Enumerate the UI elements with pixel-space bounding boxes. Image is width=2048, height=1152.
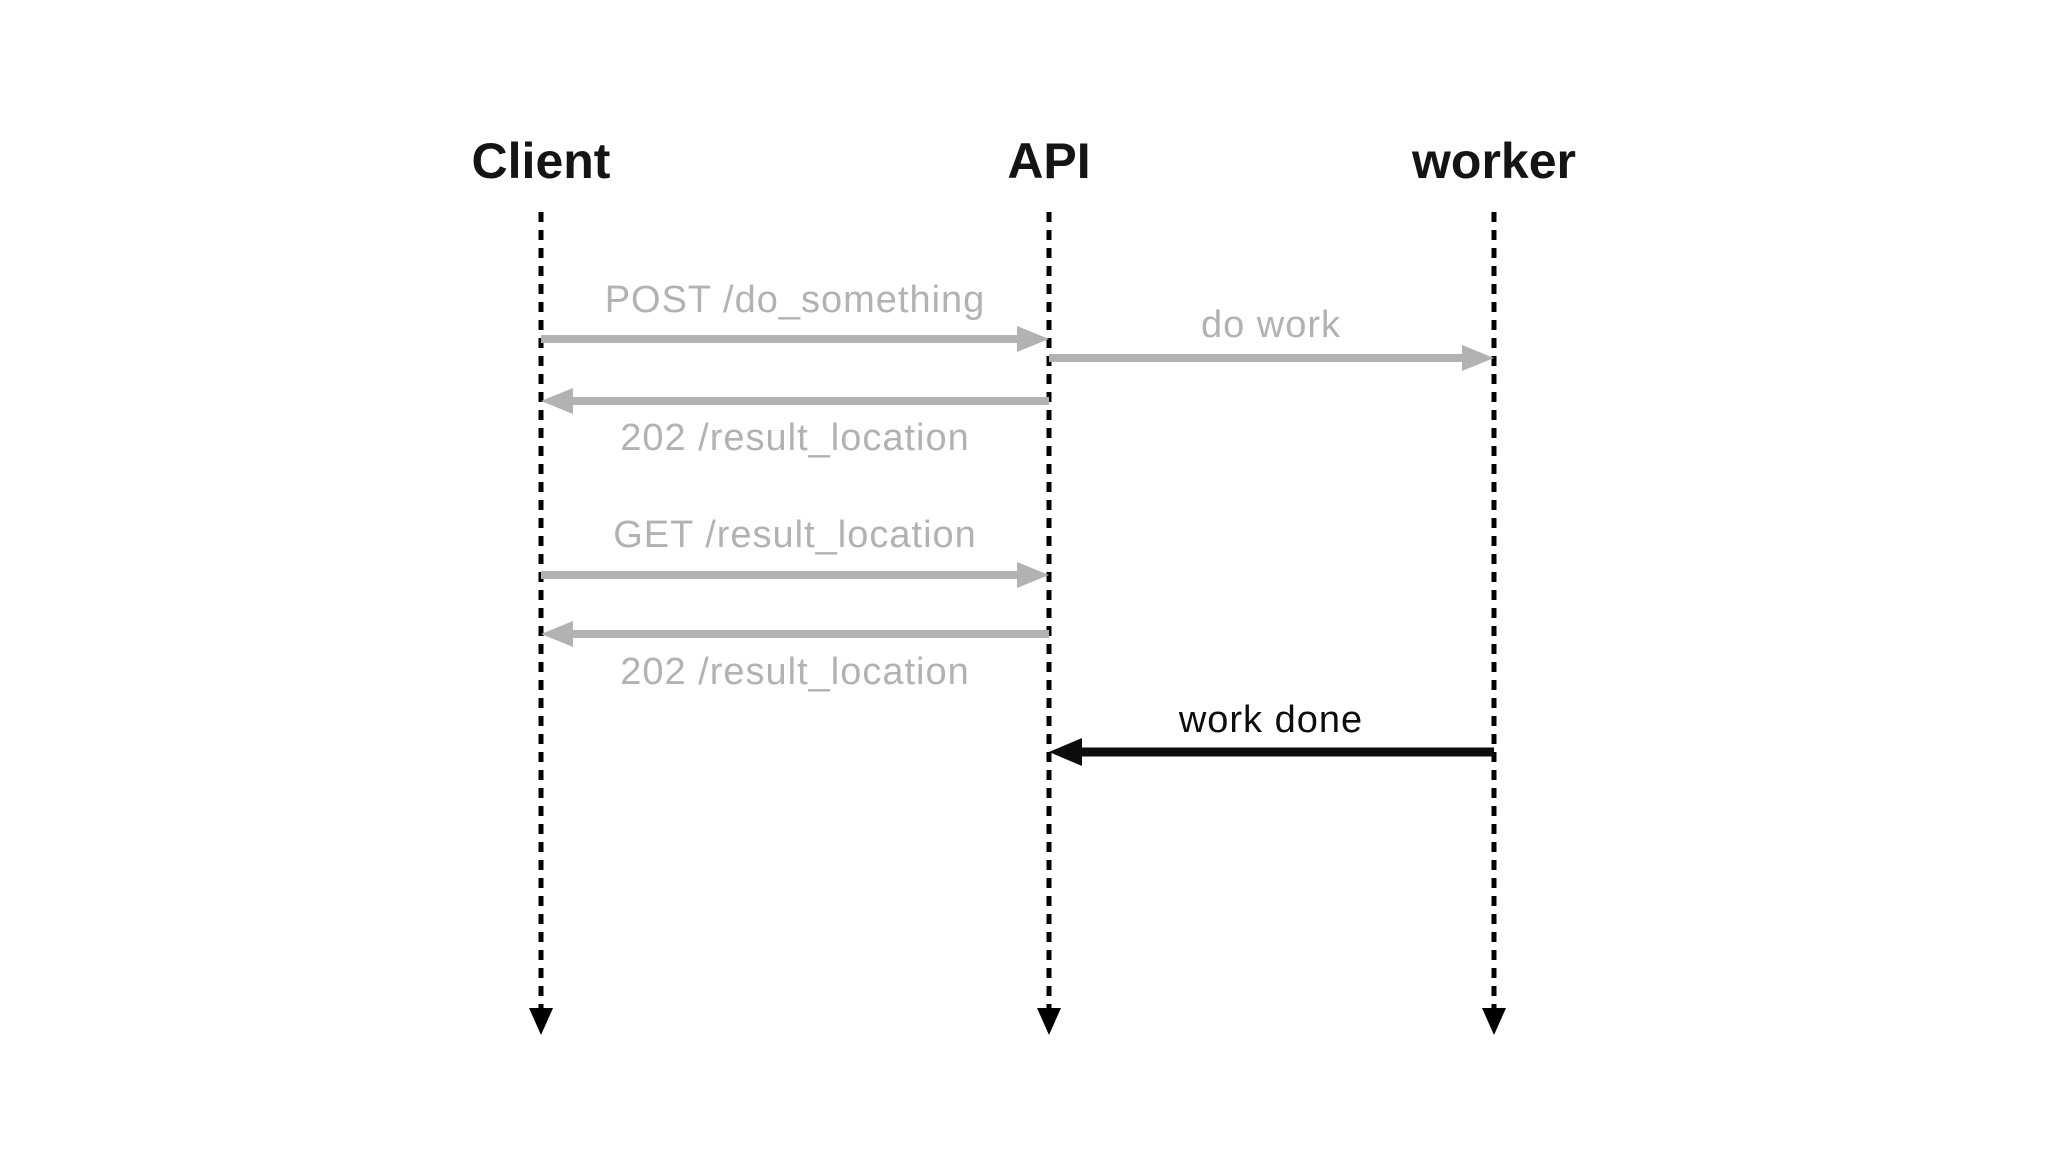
message-work-done-label: work done xyxy=(1178,699,1363,741)
message-get-result: GET /result_location xyxy=(541,514,1049,588)
message-work-done: work done xyxy=(1049,699,1494,766)
lifeline-worker-arrowhead-icon xyxy=(1482,1008,1506,1035)
lifeline-client-arrowhead-icon xyxy=(529,1008,553,1035)
message-post-arrowhead-icon xyxy=(1017,326,1049,352)
message-202-first: 202 /result_location xyxy=(541,388,1049,459)
message-do-work-arrowhead-icon xyxy=(1462,345,1494,371)
message-do-work-label: do work xyxy=(1201,304,1341,346)
message-do-work: do work xyxy=(1049,304,1494,371)
message-post-do-something: POST /do_something xyxy=(541,279,1049,352)
actor-label-client: Client xyxy=(472,133,611,189)
message-202-first-label: 202 /result_location xyxy=(620,417,970,459)
message-get-result-arrowhead-icon xyxy=(1017,562,1049,588)
actor-label-api: API xyxy=(1007,133,1090,189)
message-202-first-arrowhead-icon xyxy=(541,388,573,414)
message-202-second: 202 /result_location xyxy=(541,621,1049,693)
message-202-second-label: 202 /result_location xyxy=(620,651,970,693)
lifeline-api-arrowhead-icon xyxy=(1037,1008,1061,1035)
lifeline-worker xyxy=(1482,212,1506,1035)
lifeline-api xyxy=(1037,212,1061,1035)
lifeline-client xyxy=(529,212,553,1035)
message-202-second-arrowhead-icon xyxy=(541,621,573,647)
actor-label-worker: worker xyxy=(1411,133,1576,189)
message-work-done-arrowhead-icon xyxy=(1049,738,1082,766)
message-post-label: POST /do_something xyxy=(605,279,986,321)
message-get-result-label: GET /result_location xyxy=(613,514,977,556)
